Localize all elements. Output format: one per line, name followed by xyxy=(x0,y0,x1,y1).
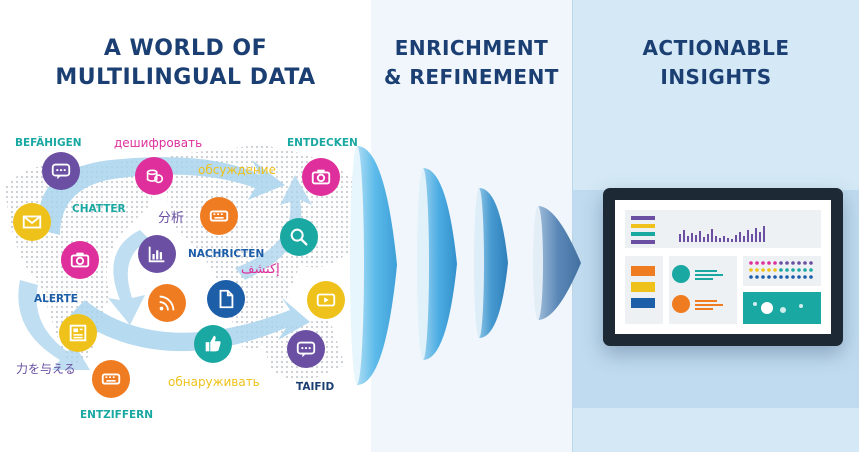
word-obnaruzhivat: обнаруживать xyxy=(168,375,260,389)
heading-line: ENRICHMENT xyxy=(394,36,549,60)
play-icon xyxy=(307,281,345,319)
chat-icon xyxy=(287,330,325,368)
word-chikara: 力を与える xyxy=(16,362,76,376)
word-taifid: TAIFID xyxy=(296,381,335,393)
bar-chart-icon xyxy=(138,235,176,273)
heading-line: INSIGHTS xyxy=(660,65,772,89)
word-deshifrovat: дешифровать xyxy=(114,136,203,150)
chat-icon xyxy=(42,152,80,190)
document-icon xyxy=(207,280,245,318)
word-alerte: ALERTE xyxy=(34,293,78,305)
word-iktashif: إكتشف xyxy=(241,262,280,277)
keyboard-icon xyxy=(92,360,130,398)
dashboard-widgets xyxy=(625,210,821,324)
word-chatter: CHATTER xyxy=(72,203,126,215)
camera-icon xyxy=(61,241,99,279)
dashboard-screen xyxy=(615,200,831,334)
mail-icon xyxy=(13,203,51,241)
word-entziffern: ENTZIFFERN xyxy=(80,409,154,421)
heading-line: & REFINEMENT xyxy=(384,65,559,89)
heading-line: MULTILINGUAL DATA xyxy=(55,65,316,90)
rss-icon xyxy=(148,284,186,322)
keyboard-icon xyxy=(200,197,238,235)
word-befahigen: BEFÄHIGEN xyxy=(15,137,82,149)
heading-line: ACTIONABLE xyxy=(642,36,790,60)
camera-icon xyxy=(302,158,340,196)
panel-heading: A WORLD OF MULTILINGUAL DATA xyxy=(0,34,371,92)
dot-matrix-widget xyxy=(749,261,813,279)
word-obsuzhdenie: обсуждение xyxy=(198,163,276,177)
word-nachricten: NACHRICTEN xyxy=(188,248,265,260)
dashboard-monitor xyxy=(603,188,843,346)
thumbs-up-icon xyxy=(194,325,232,363)
word-entdecken: ENTDECKEN xyxy=(287,137,358,149)
panel-multilingual-data: A WORLD OF MULTILINGUAL DATA BEFÄHIGEN д… xyxy=(0,0,373,452)
bar-chart-widget xyxy=(679,226,765,242)
panel-heading: ENRICHMENT & REFINEMENT xyxy=(371,34,572,92)
coins-icon xyxy=(135,157,173,195)
search-icon xyxy=(280,218,318,256)
refinement-funnel xyxy=(350,146,581,385)
heading-line: A WORLD OF xyxy=(103,36,268,61)
word-fenxi: 分析 xyxy=(158,211,185,226)
panel-heading: ACTIONABLE INSIGHTS xyxy=(573,34,859,92)
newspaper-icon xyxy=(59,314,97,352)
